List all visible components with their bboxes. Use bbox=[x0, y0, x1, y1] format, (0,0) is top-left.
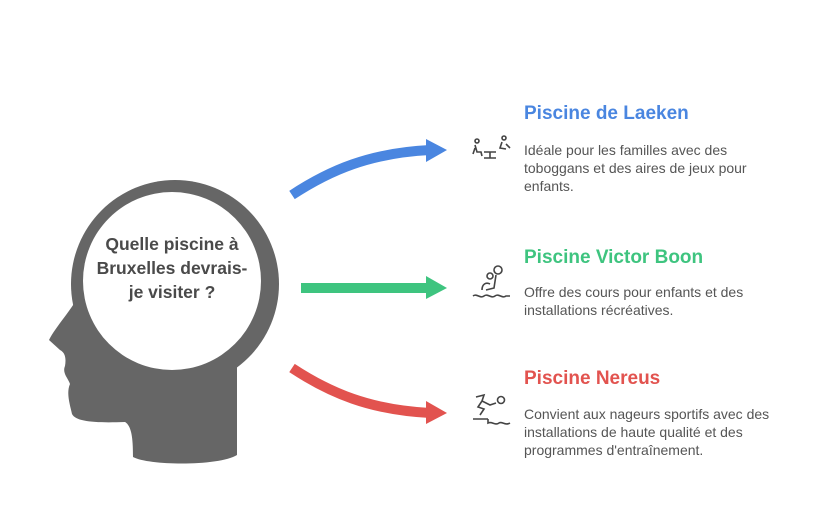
playground-icon bbox=[472, 135, 511, 159]
arrow-laeken bbox=[289, 139, 447, 200]
arrow-victor-boon bbox=[301, 276, 447, 299]
arrow-nereus bbox=[289, 363, 447, 424]
diver-icon bbox=[473, 393, 511, 425]
option-desc-laeken: Idéale pour les familles avec des tobogg… bbox=[524, 142, 747, 194]
central-question: Quelle piscine à Bruxelles devrais-je vi… bbox=[96, 234, 248, 302]
option-title-victor-boon: Piscine Victor Boon bbox=[524, 247, 704, 268]
option-title-laeken: Piscine de Laeken bbox=[524, 103, 689, 124]
option-desc-nereus: Convient aux nageurs sportifs avec des i… bbox=[524, 406, 770, 458]
option-desc-victor-boon: Offre des cours pour enfants et des inst… bbox=[524, 284, 744, 318]
child-swimmer-icon bbox=[472, 265, 510, 298]
option-title-nereus: Piscine Nereus bbox=[524, 368, 661, 389]
thought-circle bbox=[83, 192, 261, 370]
